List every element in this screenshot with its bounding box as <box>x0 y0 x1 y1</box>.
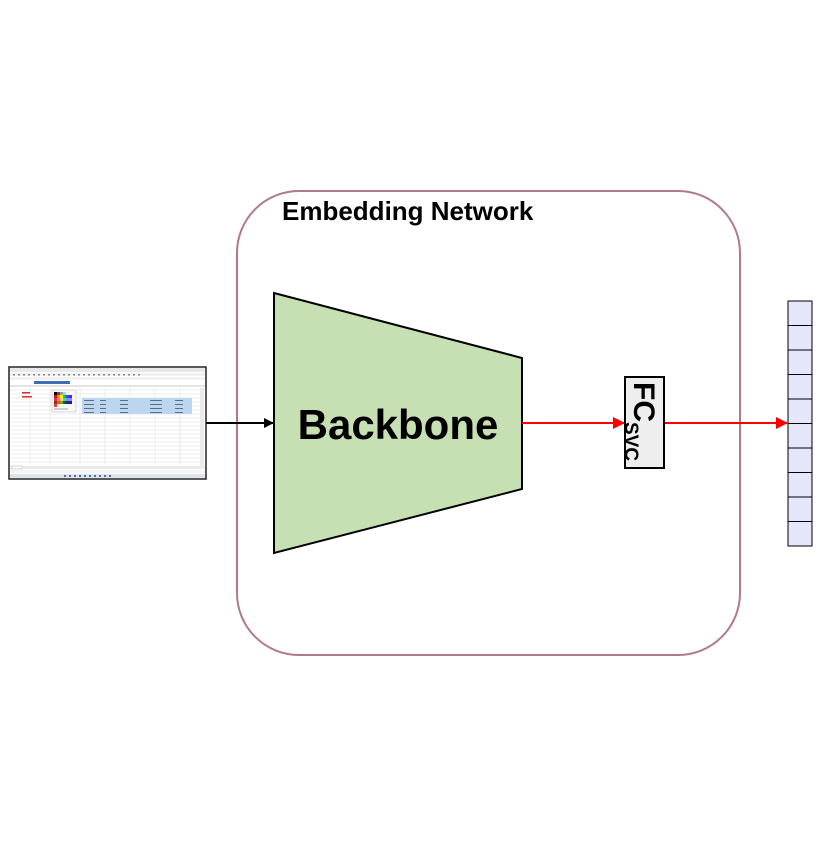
input-screenshot-thumbnail <box>8 366 207 480</box>
vector-cell <box>787 496 813 522</box>
vector-cell <box>787 325 813 351</box>
fc-svc-label: FCSVC <box>620 382 660 461</box>
vector-cell <box>787 521 813 547</box>
backbone-label: Backbone <box>298 401 499 448</box>
vector-cell <box>787 349 813 375</box>
vector-cell <box>787 472 813 498</box>
vector-cell <box>787 423 813 449</box>
vector-cell <box>787 398 813 424</box>
output-embedding-vector <box>787 300 813 547</box>
vector-cell <box>787 374 813 400</box>
fc-svc-block <box>624 376 665 469</box>
embedding-network-title: Embedding Network <box>282 196 534 226</box>
vector-cell <box>787 300 813 326</box>
backbone-block <box>273 291 523 555</box>
vector-cell <box>787 447 813 473</box>
